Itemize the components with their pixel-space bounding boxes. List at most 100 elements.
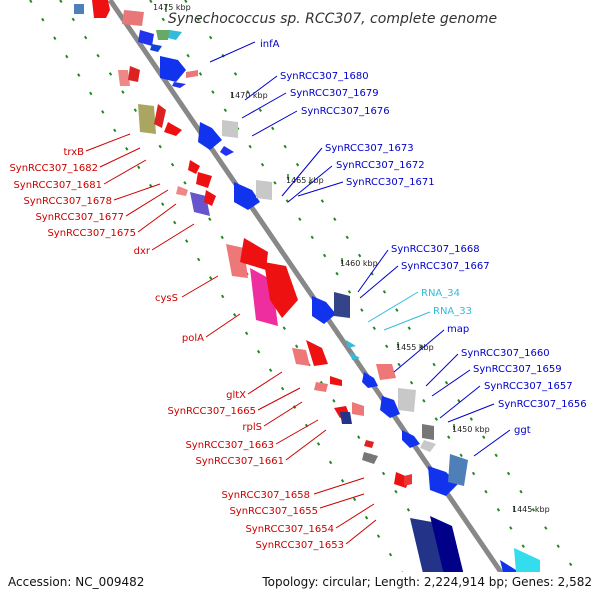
gene-feature[interactable] [346, 340, 356, 348]
gene-feature[interactable] [138, 30, 154, 46]
rna-label[interactable]: RNA_33 [433, 306, 472, 317]
gene-feature[interactable] [150, 44, 162, 52]
gene-feature[interactable] [404, 474, 412, 486]
gene-feature[interactable] [128, 66, 140, 82]
gene-feature[interactable] [340, 412, 352, 424]
gene-label-polA[interactable]: polA [182, 333, 204, 344]
gene-label[interactable]: SynRCC307_1679 [290, 88, 379, 99]
gene-feature[interactable] [398, 388, 416, 412]
gene-feature[interactable] [448, 454, 468, 486]
gene-feature[interactable] [380, 396, 400, 418]
gene-feature[interactable] [176, 186, 188, 196]
gene-feature[interactable] [160, 56, 186, 82]
gene-label[interactable]: SynRCC307_1654 [245, 524, 334, 535]
rna-label[interactable]: RNA_34 [421, 288, 460, 299]
gene-label[interactable]: SynRCC307_1661 [195, 456, 284, 467]
gene-feature[interactable] [334, 292, 350, 318]
gene-feature[interactable] [430, 516, 470, 600]
gene-label-infA[interactable]: infA [260, 39, 280, 50]
right-gene-labels: infA SynRCC307_1680 SynRCC307_1679 SynRC… [260, 39, 587, 436]
gene-feature[interactable] [362, 452, 378, 464]
gene-label[interactable]: SynRCC307_1677 [35, 212, 124, 223]
gene-label-dxr[interactable]: dxr [134, 246, 151, 257]
gene-feature[interactable] [220, 146, 234, 156]
gene-feature[interactable] [352, 402, 364, 416]
gene-label[interactable]: SynRCC307_1672 [336, 160, 425, 171]
gene-label-trxB[interactable]: trxB [63, 147, 84, 158]
gene-feature[interactable] [292, 348, 310, 366]
gene-label[interactable]: SynRCC307_1658 [221, 490, 310, 501]
gene-feature[interactable] [410, 518, 448, 590]
gene-label[interactable]: SynRCC307_1668 [391, 244, 480, 255]
gene-label[interactable]: SynRCC307_1656 [498, 399, 587, 410]
gene-label[interactable]: SynRCC307_1678 [23, 196, 112, 207]
gene-feature[interactable] [514, 548, 540, 580]
gene-feature[interactable] [168, 30, 182, 40]
gene-feature[interactable] [264, 262, 298, 318]
gene-feature[interactable] [186, 70, 198, 78]
gene-label-map[interactable]: map [447, 324, 469, 335]
gene-feature[interactable] [402, 430, 420, 448]
gene-feature[interactable] [222, 120, 238, 138]
gene-feature[interactable] [188, 160, 200, 174]
gene-feature[interactable] [198, 122, 222, 150]
gene-feature[interactable] [74, 4, 84, 14]
gene-label[interactable]: SynRCC307_1675 [47, 228, 136, 239]
gene-feature[interactable] [122, 10, 144, 26]
gene-label[interactable]: SynRCC307_1657 [484, 381, 573, 392]
gene-feature[interactable] [428, 466, 458, 496]
gene-feature[interactable] [196, 172, 212, 188]
gene-label[interactable]: SynRCC307_1659 [473, 364, 562, 375]
gene-label-cysS[interactable]: cysS [155, 293, 178, 304]
gene-label[interactable]: SynRCC307_1682 [9, 163, 98, 174]
accession-text: Accession: NC_009482 [8, 575, 144, 589]
gene-feature[interactable] [420, 440, 436, 452]
scale-label: 1475 kbp [153, 3, 191, 12]
gene-feature[interactable] [422, 424, 434, 440]
scale-label: 1445 kbp [512, 505, 550, 514]
gene-feature[interactable] [172, 82, 186, 88]
topology-text: Topology: circular; Length: 2,224,914 bp… [261, 575, 592, 589]
gene-label[interactable]: SynRCC307_1681 [13, 180, 102, 191]
gene-feature[interactable] [306, 340, 328, 366]
gene-label[interactable]: SynRCC307_1655 [229, 506, 318, 517]
gene-label[interactable]: SynRCC307_1680 [280, 71, 369, 82]
gene-label-gltX[interactable]: gltX [226, 390, 246, 401]
gene-label[interactable]: SynRCC307_1676 [301, 106, 390, 117]
gene-feature[interactable] [330, 376, 342, 386]
gene-label[interactable]: SynRCC307_1673 [325, 143, 414, 154]
gene-feature[interactable] [154, 104, 166, 128]
gene-feature[interactable] [256, 180, 272, 200]
gene-label[interactable]: SynRCC307_1671 [346, 177, 435, 188]
gene-feature[interactable] [350, 352, 360, 360]
gene-label[interactable]: SynRCC307_1667 [401, 261, 490, 272]
gene-feature[interactable] [364, 440, 374, 448]
gene-feature[interactable] [362, 372, 378, 388]
gene-label[interactable]: SynRCC307_1653 [255, 540, 344, 551]
left-gene-labels: trxB SynRCC307_1682 SynRCC307_1681 SynRC… [9, 147, 344, 551]
scale-ticks: 1475 kbp 1470 kbp 1465 kbp 1460 kbp 1455… [153, 3, 550, 514]
gene-feature[interactable] [234, 182, 260, 210]
gene-feature[interactable] [156, 30, 170, 40]
gene-feature[interactable] [204, 190, 216, 206]
scale-label: 1455 kbp [396, 343, 434, 352]
gene-label[interactable]: SynRCC307_1665 [167, 406, 256, 417]
scale-label: 1470 kbp [230, 91, 268, 100]
gene-label[interactable]: SynRCC307_1660 [461, 348, 550, 359]
gene-feature[interactable] [312, 296, 336, 324]
gene-feature[interactable] [92, 0, 110, 18]
gene-feature[interactable] [314, 382, 328, 392]
gene-feature[interactable] [138, 104, 156, 134]
gene-feature[interactable] [118, 70, 130, 86]
gene-feature[interactable] [240, 238, 268, 270]
gene-features [74, 0, 540, 600]
gene-feature[interactable] [376, 364, 396, 380]
gene-feature[interactable] [500, 560, 520, 590]
gene-label[interactable]: SynRCC307_1663 [185, 440, 274, 451]
gene-label-ggt[interactable]: ggt [514, 425, 531, 436]
left-leader-lines [85, 133, 377, 545]
gene-label-rplS[interactable]: rplS [242, 422, 262, 433]
gene-feature[interactable] [164, 122, 182, 136]
